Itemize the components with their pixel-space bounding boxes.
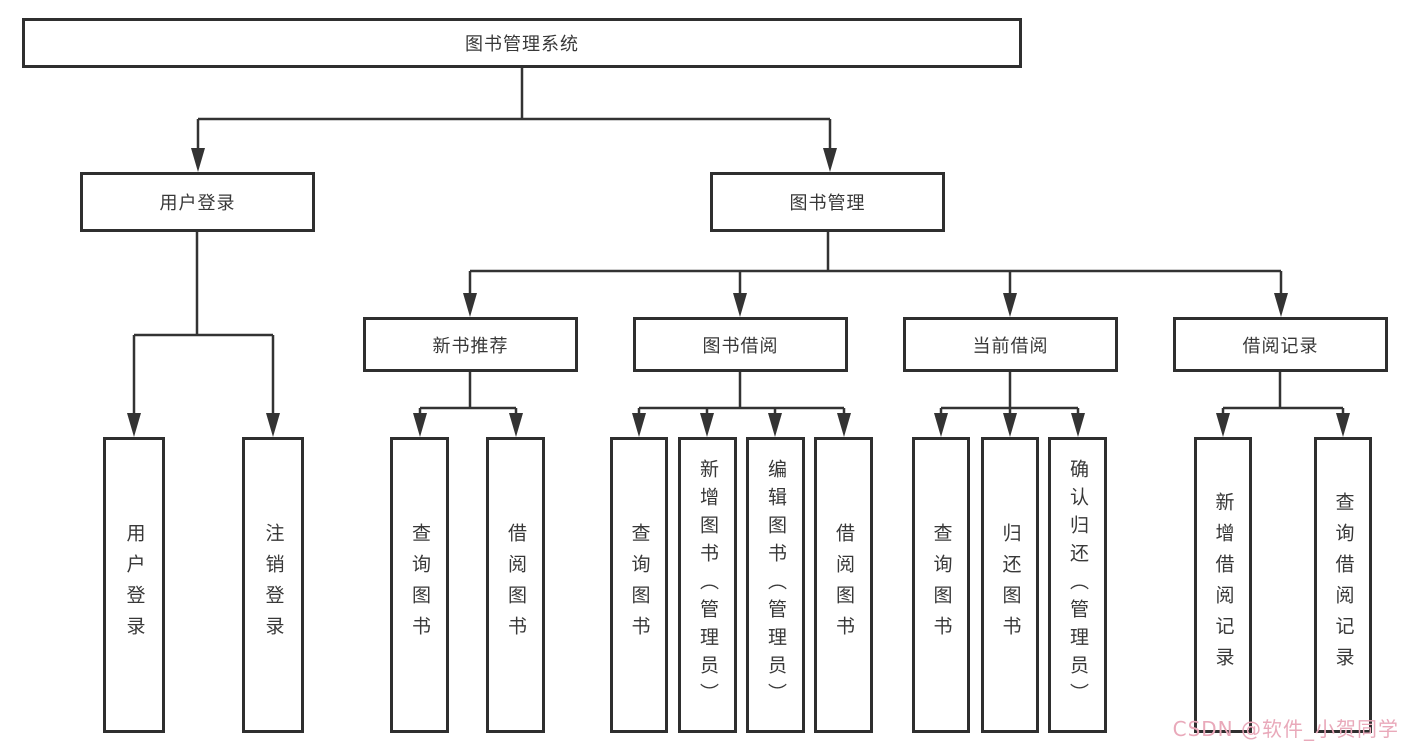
node-label: 借阅记录 — [1242, 335, 1319, 357]
leaf-label: 新增借阅记录 — [1212, 492, 1235, 678]
leaf-label: 借阅图书 — [833, 523, 855, 647]
leaf-borrow-books-recommend: 借阅图书 — [486, 437, 545, 733]
leaf-label: 用户登录 — [123, 523, 146, 647]
leaf-query-borrow-record: 查询借阅记录 — [1314, 437, 1372, 733]
leaf-label: 查询图书 — [930, 523, 953, 647]
leaf-query-books-current: 查询图书 — [912, 437, 970, 733]
leaf-confirm-return-admin: 确认归还（管理员） — [1048, 437, 1107, 733]
node-label: 图书借阅 — [702, 335, 779, 357]
node-label: 用户登录 — [159, 193, 236, 214]
leaf-return-books: 归还图书 — [981, 437, 1039, 733]
leaf-label: 查询借阅记录 — [1332, 492, 1355, 678]
leaf-edit-books-admin: 编辑图书（管理员） — [746, 437, 805, 733]
leaf-query-books-recommend: 查询图书 — [390, 437, 449, 733]
node-borrowing-records: 借阅记录 — [1173, 317, 1388, 372]
leaf-user-login: 用户登录 — [103, 437, 165, 733]
leaf-label: 借阅图书 — [505, 523, 527, 647]
leaf-label: 查询图书 — [409, 523, 431, 647]
leaf-label: 编辑图书（管理员） — [765, 459, 787, 711]
node-label: 当前借阅 — [972, 335, 1049, 357]
node-current-borrowing: 当前借阅 — [903, 317, 1118, 372]
node-book-management-branch: 图书管理 — [710, 172, 945, 232]
node-label: 图书管理系统 — [465, 34, 579, 55]
leaf-label: 查询图书 — [628, 523, 651, 647]
leaf-label: 确认归还（管理员） — [1067, 459, 1089, 711]
node-new-book-recommendation: 新书推荐 — [363, 317, 578, 372]
leaf-label: 注销登录 — [262, 523, 285, 647]
leaf-logout-login: 注销登录 — [242, 437, 304, 733]
node-book-borrowing: 图书借阅 — [633, 317, 848, 372]
leaf-label: 新增图书（管理员） — [697, 459, 719, 711]
node-user-login-branch: 用户登录 — [80, 172, 315, 232]
node-label: 图书管理 — [789, 193, 866, 214]
leaf-label: 归还图书 — [999, 523, 1022, 647]
node-library-system-root: 图书管理系统 — [22, 18, 1022, 68]
leaf-borrow-books: 借阅图书 — [814, 437, 873, 733]
leaf-add-borrow-record: 新增借阅记录 — [1194, 437, 1252, 733]
node-label: 新书推荐 — [432, 335, 509, 357]
leaf-query-books-borrowing: 查询图书 — [610, 437, 668, 733]
leaf-add-books-admin: 新增图书（管理员） — [678, 437, 737, 733]
